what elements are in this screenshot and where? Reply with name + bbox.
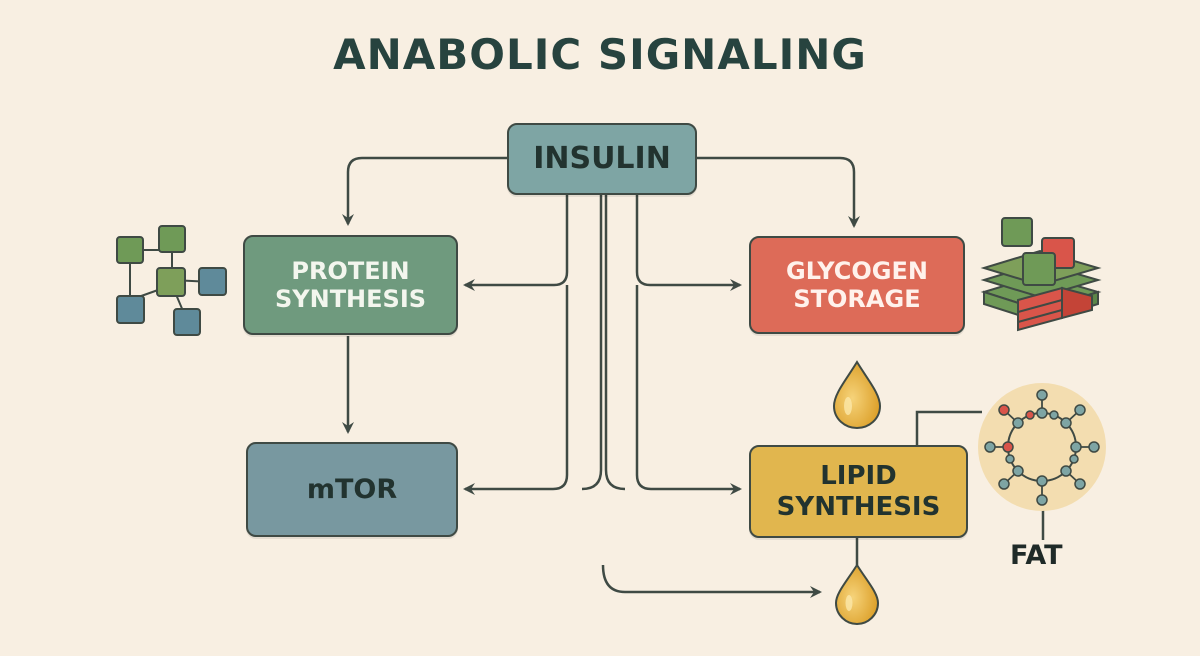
- node-glycogen-label-line2: STORAGE: [793, 285, 921, 313]
- page-title: ANABOLIC SIGNALING: [333, 30, 867, 79]
- arrow-insulin-to-lipid: [635, 285, 742, 495]
- node-mtor: mTOR: [246, 442, 458, 537]
- node-insulin: INSULIN: [507, 123, 697, 195]
- lipid-molecule-icon: [978, 383, 1106, 511]
- cube-stack-icon: [980, 217, 1102, 332]
- node-lipid-synthesis: LIPID SYNTHESIS: [749, 445, 968, 538]
- arrow-insulin-to-protein: [342, 156, 507, 226]
- arrow-insulin-to-glycogen: [697, 156, 860, 228]
- arrow-to-bottom-droplet: [601, 564, 822, 598]
- arrow-insulin-to-mtor: [463, 285, 569, 495]
- network-cluster-icon: [116, 225, 227, 336]
- node-lipid-label-line2: SYNTHESIS: [776, 491, 941, 522]
- node-protein-label-line1: PROTEIN: [291, 256, 410, 285]
- connectors: [342, 156, 1045, 598]
- node-glycogen-label-line1: GLYCOGEN: [786, 256, 928, 285]
- center-line-left: [581, 195, 603, 491]
- fat-label: FAT: [1010, 540, 1063, 571]
- node-glycogen-storage: GLYCOGEN STORAGE: [749, 236, 965, 334]
- node-mtor-label: mTOR: [306, 473, 398, 505]
- oil-droplet-icon: [832, 360, 882, 430]
- node-protein-label-line2: SYNTHESIS: [274, 285, 427, 313]
- connector-lipid-to-molecule: [915, 410, 982, 445]
- arrow-insulin-to-protein-mid: [463, 195, 569, 291]
- node-lipid-label-line1: LIPID: [820, 460, 897, 491]
- arrow-insulin-to-glycogen-mid: [635, 195, 742, 291]
- oil-droplet-icon: [834, 563, 880, 626]
- node-insulin-label: INSULIN: [533, 141, 671, 177]
- center-line-right: [604, 195, 626, 491]
- node-protein-synthesis: PROTEIN SYNTHESIS: [243, 235, 458, 335]
